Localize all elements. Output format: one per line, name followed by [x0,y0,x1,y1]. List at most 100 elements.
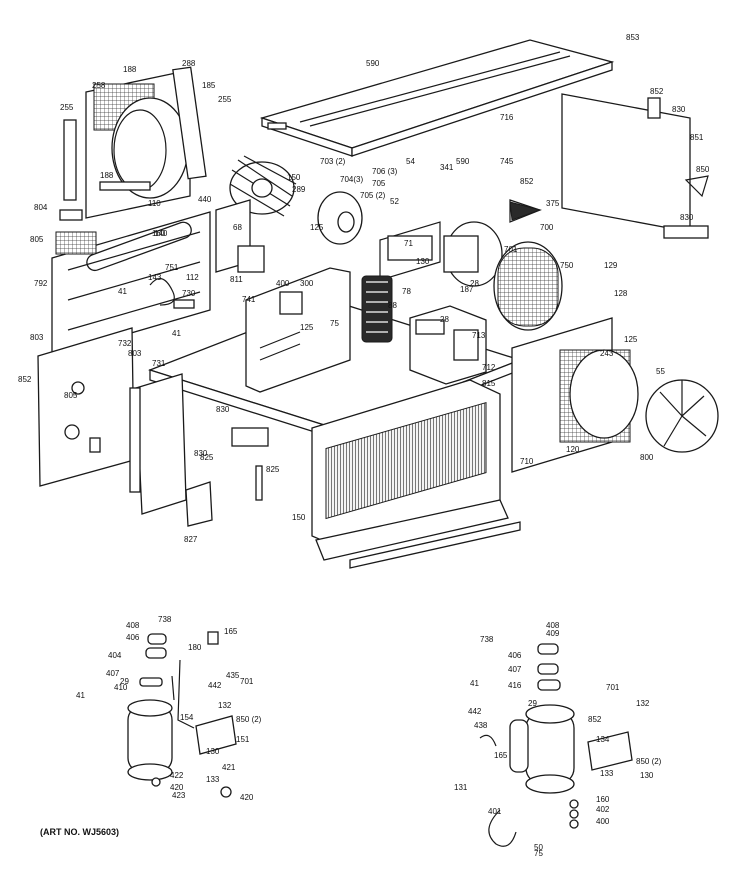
compressor-left-label: 154 [180,713,194,722]
compressor-right-labels: 7384094084064074164144243829852701132134… [454,621,662,858]
callout-label: 705 (2) [360,191,386,200]
compressor-left-label: 29 [120,677,129,686]
callout-label: 805 [64,391,78,400]
callout-label: 52 [390,197,399,206]
compressor-right-label: 75 [534,849,543,858]
callout-label: 143 [148,273,162,282]
callout-label: 792 [34,279,48,288]
condenser-coil [311,379,521,569]
callout-label: 701 [504,245,518,254]
callout-label: 255 [60,103,74,112]
callout-label: 704(3) [340,175,363,184]
callout-label: 853 [626,33,640,42]
callout-label: 88 [388,301,397,310]
callout-label: 54 [406,157,415,166]
callout-label: 129 [604,261,618,270]
compressor-left-label: 408 [126,621,140,630]
compressor-right-label: 133 [600,769,614,778]
callout-label: 805 [30,235,44,244]
compressor-left-label: 165 [224,627,238,636]
callout-label: 830 [216,405,230,414]
compressor-right-label: 409 [546,629,560,638]
callout-label: 110 [148,199,161,208]
compressor-right-label: 407 [508,665,522,674]
callout-label: 730 [182,289,196,298]
control-box [409,305,487,385]
callout-label: 803 [128,349,142,358]
compressor-right-label: 442 [468,707,482,716]
compressor-left-label: 133 [206,775,220,784]
callout-label: 288 [182,59,196,68]
callout-label: 112 [186,273,199,282]
callout-label: 713 [472,331,486,340]
callout-label: 300 [300,279,314,288]
callout-label: 68 [233,223,242,232]
right-side-panel [509,93,709,239]
callout-label: 804 [34,203,48,212]
callout-label: 751 [165,263,179,272]
callout-label: 745 [500,157,514,166]
compressor-left-label: 41 [76,691,85,700]
callout-label: 243 [600,349,614,358]
callout-label: 125 [310,223,324,232]
compressor-right-label: 738 [480,635,494,644]
callout-label: 852 [520,177,534,186]
compressor-left-label: 423 [172,791,186,800]
fan-shroud-panel [59,66,207,221]
callout-label: 750 [560,261,574,270]
callout-label: 41 [172,329,181,338]
compressor-left-label: 421 [222,763,236,772]
compressor-right-label: 134 [596,735,610,744]
callout-label: 800 [640,453,654,462]
callout-label: 827 [184,535,198,544]
callout-label: 41 [118,287,127,296]
callout-label: 140 [154,229,168,238]
art-number: (ART NO. WJ5603) [40,827,119,837]
callout-label: 706 (3) [372,167,398,176]
compressor-left-label: 130 [206,747,220,756]
callout-label: 830 [680,213,694,222]
callout-label: 716 [500,113,514,122]
compressor-right-label: 29 [528,699,537,708]
heater-element [361,275,393,343]
compressor-right-label: 408 [546,621,560,630]
compressor-right-label: 402 [596,805,610,814]
compressor-right-label: 160 [596,795,610,804]
callout-label: 28 [440,315,449,324]
compressor-left-label: 442 [208,681,222,690]
compressor-right-label: 130 [640,771,654,780]
callout-label: 852 [650,87,664,96]
compressor-left-label: 180 [188,643,202,652]
compressor-right-label: 401 [488,807,502,816]
compressor-right-label: 416 [508,681,522,690]
callout-label: 850 [696,165,710,174]
callout-label: 75 [330,319,339,328]
callout-label: 590 [456,157,470,166]
compressor-right-label: 701 [606,683,620,692]
callout-label: 825 [200,453,214,462]
callout-label: 703 (2) [320,157,346,166]
compressor-right-label: 438 [474,721,488,730]
callout-label: 732 [118,339,132,348]
callout-label: 55 [656,367,665,376]
callout-label: 255 [218,95,232,104]
callout-label: 187 [460,285,474,294]
compressor-right-label: 406 [508,651,522,660]
callout-label: 160 [152,229,166,238]
compressor-left-label: 151 [236,735,250,744]
callout-label: 811 [230,275,243,284]
callout-label: 851 [690,133,704,142]
callout-label: 28 [470,279,479,288]
callout-label: 125 [300,323,314,332]
compressor-left [127,631,237,798]
compressor-right-label: 165 [494,751,508,760]
compressor-right-label: 131 [454,783,468,792]
condenser-grille [511,317,719,473]
callout-label: 78 [402,287,411,296]
callout-label: 150 [287,173,301,182]
compressor-right [479,643,633,847]
compressor-right-label: 400 [596,817,610,826]
callout-label: 128 [614,289,628,298]
